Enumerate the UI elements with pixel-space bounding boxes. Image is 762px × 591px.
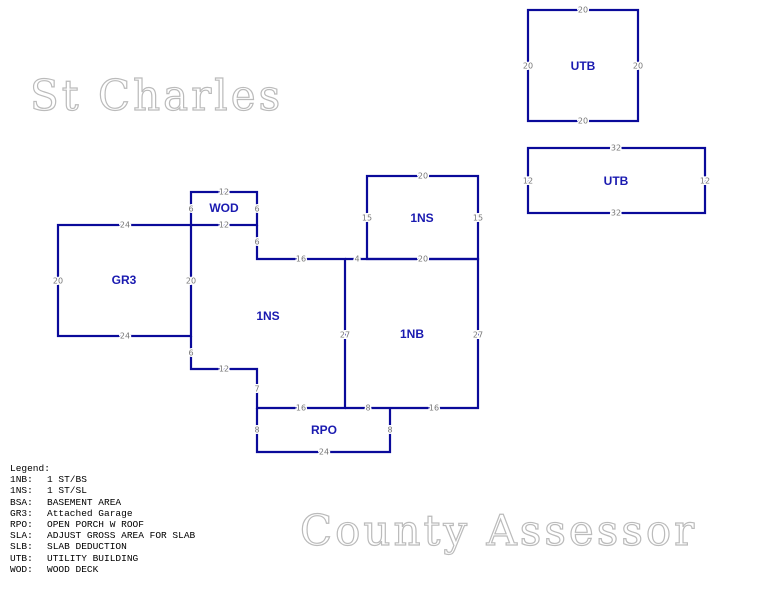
dim: 20 — [578, 6, 588, 15]
dim: 24 — [319, 448, 329, 457]
dim: 7 — [254, 385, 259, 394]
legend-item: SLB: SLAB DEDUCTION — [10, 541, 195, 552]
dim: 20 — [418, 172, 428, 181]
dim: 32 — [611, 209, 621, 218]
legend-title: Legend: — [10, 463, 50, 474]
area-label-wod: WOD — [209, 201, 239, 215]
legend-code: UTB: — [10, 552, 33, 564]
area-labels: UTB UTB WOD GR3 1NS 1NS 1NB RPO — [112, 59, 629, 437]
dim: 20 — [186, 277, 196, 286]
rpo-outline — [255, 408, 392, 454]
dim: 6 — [188, 205, 193, 214]
dim: 12 — [219, 221, 229, 230]
legend-item: 1NS: 1 ST/SL — [10, 485, 195, 496]
legend-item: SLA: ADJUST GROSS AREA FOR SLAB — [10, 530, 195, 541]
dim: 12 — [523, 177, 533, 186]
dim: 20 — [578, 117, 588, 126]
legend-item: BSA: BASEMENT AREA — [10, 497, 195, 508]
watermark-line1: St Charles — [30, 71, 283, 120]
dim: 8 — [365, 404, 370, 413]
watermark: St Charles County Assessor — [29, 70, 697, 555]
dim: 16 — [296, 404, 306, 413]
utb2-outline — [526, 146, 707, 215]
legend-desc: 1 ST/SL — [47, 485, 87, 497]
legend-code: 1NB: — [10, 474, 33, 486]
dimension-labels: 20 20 20 20 32 12 12 32 12 6 6 12 24 20 … — [51, 4, 711, 458]
dim: 16 — [296, 255, 306, 264]
legend-item: GR3: Attached Garage — [10, 508, 195, 519]
dim: 6 — [188, 349, 193, 358]
legend-code: SLA: — [10, 530, 33, 542]
legend-desc: OPEN PORCH W ROOF — [47, 519, 144, 531]
area-label-1ns: 1NS — [410, 211, 433, 225]
legend-desc: BASEMENT AREA — [47, 496, 122, 508]
legend-item: RPO: OPEN PORCH W ROOF — [10, 519, 195, 530]
legend-item: WOD: WOOD DECK — [10, 564, 195, 575]
dim: 16 — [429, 404, 439, 413]
legend-desc: Attached Garage — [47, 507, 133, 519]
legend-code: WOD: — [10, 563, 33, 575]
legend-item: 1NB: 1 ST/BS — [10, 474, 195, 485]
area-label-1nb: 1NB — [400, 327, 424, 341]
dim: 12 — [219, 188, 229, 197]
area-label-utb: UTB — [604, 174, 629, 188]
1ns-main-outline — [189, 225, 347, 410]
dim: 4 — [354, 255, 359, 264]
legend-item: UTB: UTILITY BUILDING — [10, 553, 195, 564]
area-label-gr3: GR3 — [112, 273, 137, 287]
dim: 27 — [473, 331, 483, 340]
dim: 12 — [219, 365, 229, 374]
gr3-outline — [56, 223, 193, 338]
legend-code: 1NS: — [10, 485, 33, 497]
dim: 6 — [254, 205, 259, 214]
dim: 8 — [387, 426, 392, 435]
dim: 20 — [633, 62, 643, 71]
dim: 32 — [611, 144, 621, 153]
legend-desc: WOOD DECK — [47, 563, 99, 575]
dim: 12 — [700, 177, 710, 186]
dim: 8 — [254, 426, 259, 435]
legend: Legend: 1NB: 1 ST/BS 1NS: 1 ST/SL BSA: BASE… — [10, 463, 195, 575]
legend-code: SLB: — [10, 541, 33, 553]
legend-desc: SLAB DEDUCTION — [47, 541, 127, 553]
legend-desc: ADJUST GROSS AREA FOR SLAB — [47, 530, 196, 542]
dim: 20 — [53, 277, 63, 286]
area-label-rpo: RPO — [311, 423, 337, 437]
utb1-outline — [526, 8, 640, 123]
dim: 27 — [340, 331, 350, 340]
dim: 20 — [418, 255, 428, 264]
walls — [56, 8, 707, 454]
legend-code: BSA: — [10, 496, 33, 508]
dim: 24 — [120, 332, 130, 341]
legend-desc: UTILITY BUILDING — [47, 552, 139, 564]
area-label-1ns: 1NS — [256, 309, 279, 323]
legend-code: RPO: — [10, 519, 33, 531]
dim: 24 — [120, 221, 130, 230]
dim: 15 — [473, 214, 483, 223]
dim: 15 — [362, 214, 372, 223]
legend-desc: 1 ST/BS — [47, 474, 87, 486]
dim: 6 — [254, 238, 259, 247]
dim: 20 — [523, 62, 533, 71]
watermark-line2: County Assessor — [300, 506, 697, 555]
wod-outline — [189, 190, 259, 227]
1nb-outline — [345, 257, 480, 410]
legend-code: GR3: — [10, 507, 33, 519]
area-label-utb: UTB — [571, 59, 596, 73]
